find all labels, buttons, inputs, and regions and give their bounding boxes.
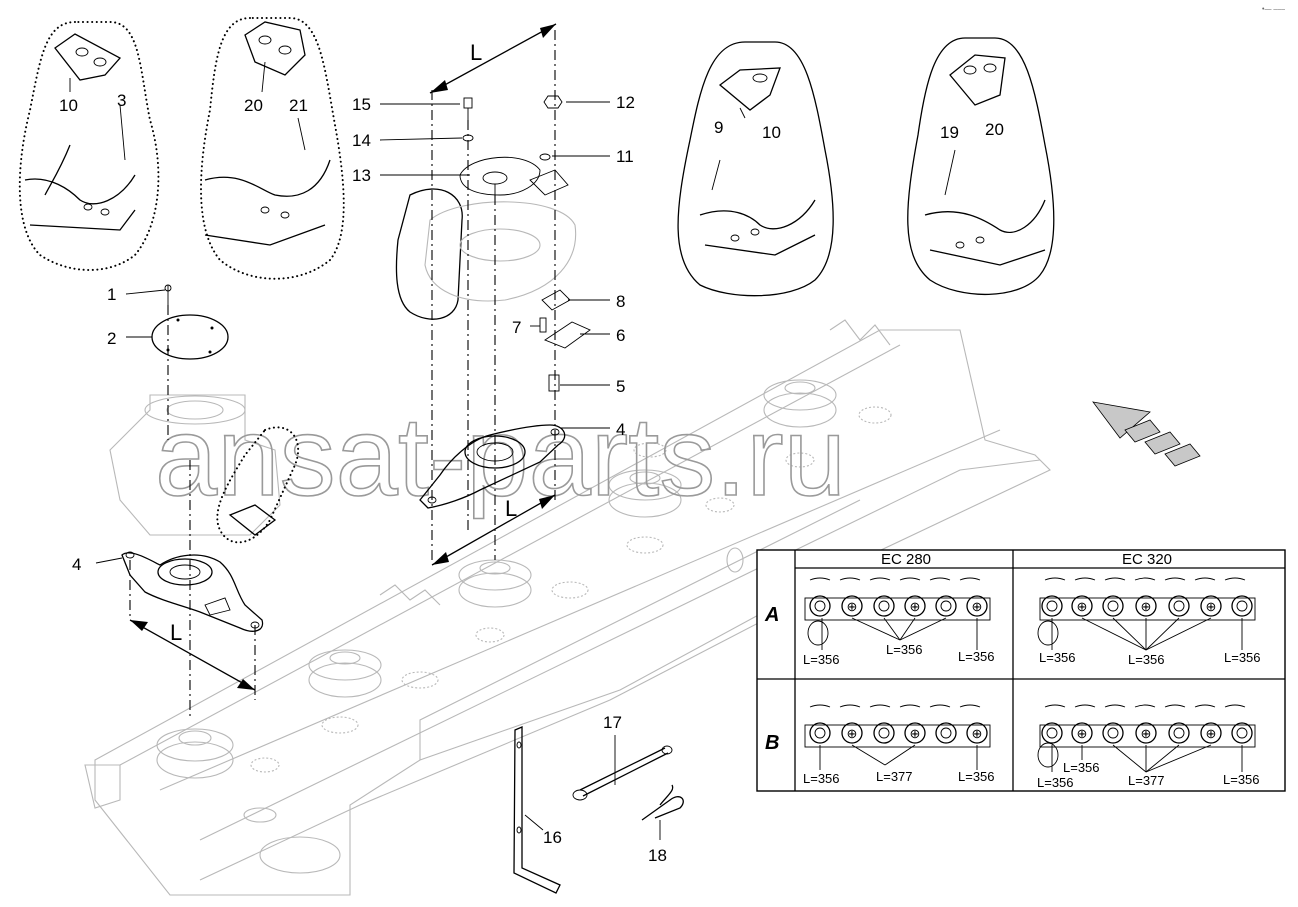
- callout-15: 15: [352, 95, 371, 114]
- callout-10-left: 10: [59, 96, 78, 115]
- svg-text:L: L: [470, 40, 482, 65]
- detail-bubble-20-21: [200, 17, 345, 280]
- direction-arrow: [1092, 401, 1201, 467]
- svg-text:L=377: L=377: [876, 769, 913, 784]
- disc-hub-1: [156, 728, 234, 779]
- part-18-clip: [641, 784, 684, 821]
- svg-text:⊕: ⊕: [1077, 726, 1088, 741]
- svg-text:⊕: ⊕: [1206, 726, 1217, 741]
- callout-7: 7: [512, 318, 521, 337]
- callout-8: 8: [616, 292, 625, 311]
- table-row-label-b: B: [765, 732, 779, 754]
- callout-labels: 1 2 3 4 4 5 6 7 8 9 10 10 11 12 13 14 15…: [59, 91, 1004, 865]
- callout-21: 21: [289, 96, 308, 115]
- callout-10-right: 10: [762, 123, 781, 142]
- callout-1: 1: [107, 285, 116, 304]
- svg-text:L: L: [505, 496, 517, 521]
- part-4-left: [121, 460, 264, 720]
- svg-text:L=356: L=356: [1039, 650, 1076, 665]
- corner-mark: •— –––: [1262, 6, 1285, 13]
- dimension-L-top: L: [429, 23, 557, 94]
- callout-4-left: 4: [72, 555, 81, 574]
- disc-hub-5: [763, 379, 837, 428]
- svg-text:L=356: L=356: [1063, 760, 1100, 775]
- callout-19: 19: [940, 123, 959, 142]
- callout-3: 3: [117, 91, 126, 110]
- table-header-ec320: EC 320: [1122, 551, 1172, 568]
- disc-hub-4: [608, 469, 682, 518]
- svg-text:L=356: L=356: [1037, 775, 1074, 790]
- layout-b-ec280: ⊕ ⊕ ⊕ L=356 L=377 L=356: [803, 704, 995, 786]
- layout-a-ec280: ⊕ ⊕ ⊕ L=356 L=356 L=356: [803, 577, 995, 667]
- callout-5: 5: [616, 377, 625, 396]
- part-16-bracket: [513, 726, 561, 894]
- detail-bubble-13-assembly: [216, 188, 463, 544]
- callout-4-mid: 4: [616, 420, 625, 439]
- svg-text:⊕: ⊕: [910, 599, 921, 614]
- svg-text:⊕: ⊕: [847, 726, 858, 741]
- svg-text:⊕: ⊕: [847, 599, 858, 614]
- detail-bubble-19-20: [907, 37, 1055, 296]
- configuration-table: EC 280 EC 320 A B ⊕ ⊕ ⊕ L=356 L=356 L=35…: [756, 549, 1286, 792]
- callout-12: 12: [616, 93, 635, 112]
- svg-text:L=356: L=356: [958, 769, 995, 784]
- dimension-L-left: L: [129, 619, 256, 691]
- svg-text:L=356: L=356: [886, 642, 923, 657]
- detail-bubble-9-10: [677, 41, 834, 297]
- disc-hub-2: [308, 649, 382, 698]
- callout-13: 13: [352, 166, 371, 185]
- callout-6: 6: [616, 326, 625, 345]
- detail-bubble-10-3: [18, 21, 160, 271]
- dimension-L-mid: L: [431, 494, 556, 566]
- callout-20-left: 20: [244, 96, 263, 115]
- svg-text:L=377: L=377: [1128, 773, 1165, 788]
- svg-text:⊕: ⊕: [972, 726, 983, 741]
- svg-text:⊕: ⊕: [1206, 599, 1217, 614]
- callout-9: 9: [714, 118, 723, 137]
- callout-20-right: 20: [985, 120, 1004, 139]
- watermark: ansat-parts.ru: [155, 394, 846, 519]
- svg-text:L=356: L=356: [803, 652, 840, 667]
- svg-text:⊕: ⊕: [910, 726, 921, 741]
- callout-17: 17: [603, 713, 622, 732]
- svg-text:L=356: L=356: [1224, 650, 1261, 665]
- part-4-middle: [419, 424, 566, 509]
- svg-text:L: L: [170, 620, 182, 645]
- part-17-pin: [572, 745, 673, 801]
- svg-text:⊕: ⊕: [1141, 599, 1152, 614]
- table-header-ec280: EC 280: [881, 551, 931, 568]
- table-row-label-a: A: [764, 604, 779, 626]
- leader-lines: [95, 101, 661, 840]
- svg-text:L=356: L=356: [1128, 652, 1165, 667]
- callout-11: 11: [616, 147, 634, 166]
- svg-text:L=356: L=356: [958, 649, 995, 664]
- disc-hub-3: [458, 559, 532, 608]
- svg-text:⊕: ⊕: [1141, 726, 1152, 741]
- svg-text:⊕: ⊕: [1077, 599, 1088, 614]
- callout-16: 16: [543, 828, 562, 847]
- svg-text:L=356: L=356: [1223, 772, 1260, 787]
- cutter-bar: [84, 319, 1051, 896]
- layout-a-ec320: ⊕ ⊕ ⊕ L=356 L=356 L=356: [1037, 577, 1261, 667]
- callout-2: 2: [107, 329, 116, 348]
- layout-b-ec320: ⊕ ⊕ ⊕ L=356 L=356 L=377 L=356: [1037, 704, 1260, 790]
- svg-text:⊕: ⊕: [972, 599, 983, 614]
- callout-14: 14: [352, 131, 371, 150]
- svg-text:L=356: L=356: [803, 771, 840, 786]
- callout-18: 18: [648, 846, 667, 865]
